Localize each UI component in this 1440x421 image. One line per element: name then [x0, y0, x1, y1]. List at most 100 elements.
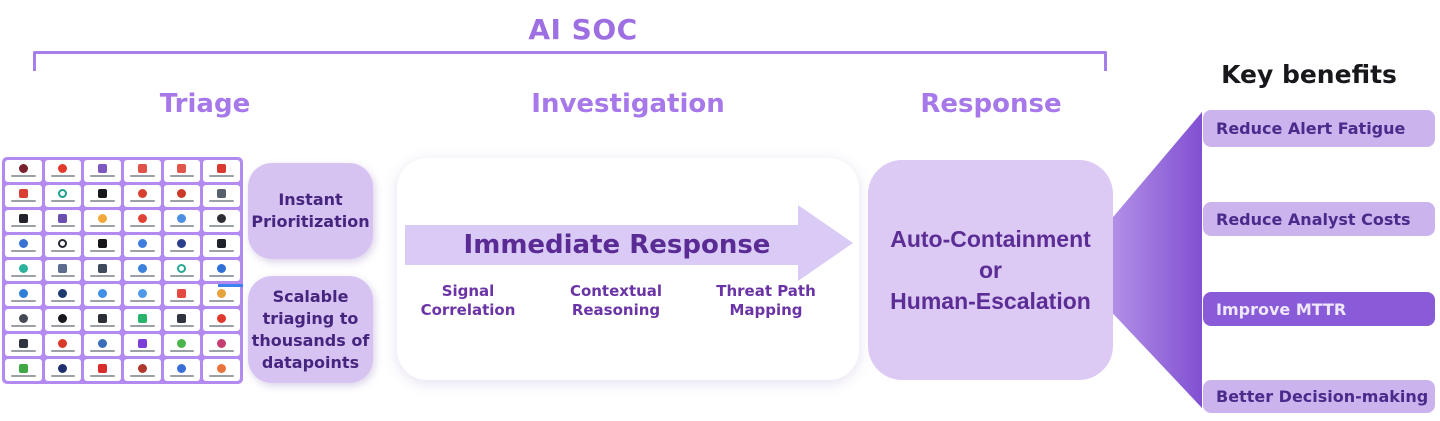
integration-caption [169, 175, 195, 178]
integration-caption [129, 374, 155, 377]
integration-caption [209, 200, 235, 203]
integration-logo-icon [177, 239, 187, 249]
key-benefits-title: Key benefits [1221, 60, 1397, 89]
investigation-panel: Immediate Response Signal Correlation Co… [397, 158, 859, 380]
integration-logo-icon [177, 164, 187, 174]
integration-caption [10, 299, 36, 302]
integration-caption [129, 274, 155, 277]
integration-logo-icon [18, 164, 28, 174]
scope-bracket [33, 51, 1107, 71]
integration-caption [90, 250, 116, 253]
step-line: Reasoning [571, 301, 661, 319]
integration-logo-icon [58, 214, 68, 224]
integration-card [163, 284, 201, 307]
integration-logo-icon [217, 164, 227, 174]
integration-card [84, 234, 121, 257]
integration-logo-icon [18, 189, 28, 199]
triage-box-line: triaging to [262, 308, 359, 328]
integration-caption [129, 175, 155, 178]
integration-logo-icon [58, 164, 68, 174]
integration-logo-icon [137, 214, 147, 224]
integration-logo-icon [177, 214, 187, 224]
integration-caption [90, 374, 116, 377]
integration-card [124, 234, 161, 257]
integration-card [124, 359, 161, 381]
integration-card [163, 209, 201, 232]
integration-logo-icon [217, 363, 227, 373]
integration-card [84, 359, 121, 381]
integration-card [44, 359, 82, 381]
integration-logo-icon [137, 263, 147, 273]
integration-card [84, 284, 121, 307]
integration-card [203, 209, 240, 232]
integration-logo-icon [177, 288, 187, 298]
integration-caption [169, 200, 195, 203]
integration-card [44, 184, 82, 207]
triage-box-line: datapoints [261, 352, 360, 372]
integration-logo-icon [58, 363, 68, 373]
integration-caption [10, 200, 36, 203]
integration-caption [10, 175, 36, 178]
integration-card [44, 209, 82, 232]
integration-caption [90, 299, 116, 302]
integration-card [203, 309, 240, 332]
integration-caption [50, 324, 76, 327]
response-line: Human-Escalation [890, 287, 1091, 314]
integration-logo-icon [58, 263, 68, 273]
integration-caption [209, 274, 235, 277]
integration-logo-icon [217, 263, 227, 273]
integration-logo-icon [137, 239, 147, 249]
integration-caption [90, 324, 116, 327]
integration-logo-icon [98, 164, 108, 174]
integration-logo-icon [217, 189, 227, 199]
step-line: Mapping [729, 301, 803, 319]
integration-caption [129, 324, 155, 327]
integration-caption [209, 374, 235, 377]
integration-card [124, 259, 161, 282]
integration-logo-icon [217, 313, 227, 323]
integration-card [5, 234, 42, 257]
triage-box-line: thousands of [251, 330, 370, 350]
integration-caption [50, 274, 76, 277]
triage-box-line: Prioritization [251, 212, 370, 231]
integration-logo-icon [18, 313, 28, 323]
integration-logo-icon [58, 189, 68, 199]
triage-box-instant-prioritization: Instant Prioritization [248, 163, 373, 259]
integration-logo-icon [177, 263, 187, 273]
integration-logo-icon [58, 338, 68, 348]
integration-caption [129, 225, 155, 228]
integration-caption [50, 299, 76, 302]
triage-box-line: Instant [278, 190, 343, 209]
integration-caption [209, 175, 235, 178]
integration-logo-icon [98, 363, 108, 373]
response-line: Auto-Containment [890, 225, 1091, 252]
integration-card [124, 309, 161, 332]
integration-caption [129, 299, 155, 302]
integration-caption [129, 200, 155, 203]
integration-card [44, 284, 82, 307]
benefits-funnel-triangle [1070, 112, 1202, 408]
integration-caption [209, 324, 235, 327]
integration-card [203, 359, 240, 381]
step-line: Correlation [420, 301, 516, 319]
integration-logo-icon [98, 239, 108, 249]
integration-logo-icon [98, 313, 108, 323]
integration-card [44, 234, 82, 257]
step-signal-correlation: Signal Correlation [398, 282, 538, 320]
integration-caption [169, 250, 195, 253]
integration-caption [169, 299, 195, 302]
step-line: Contextual [569, 282, 663, 300]
integration-card [124, 334, 161, 357]
integration-card [124, 209, 161, 232]
integration-logo-icon [98, 189, 108, 199]
integration-card [84, 160, 121, 182]
integration-card [163, 234, 201, 257]
integration-card [163, 334, 201, 357]
integration-caption [10, 349, 36, 352]
integration-logo-icon [18, 263, 28, 273]
benefit-pill-improve-mttr: Improve MTTR [1203, 292, 1435, 326]
integration-card [84, 259, 121, 282]
integration-card [5, 309, 42, 332]
integration-caption [209, 225, 235, 228]
step-threat-path-mapping: Threat Path Mapping [696, 282, 836, 320]
